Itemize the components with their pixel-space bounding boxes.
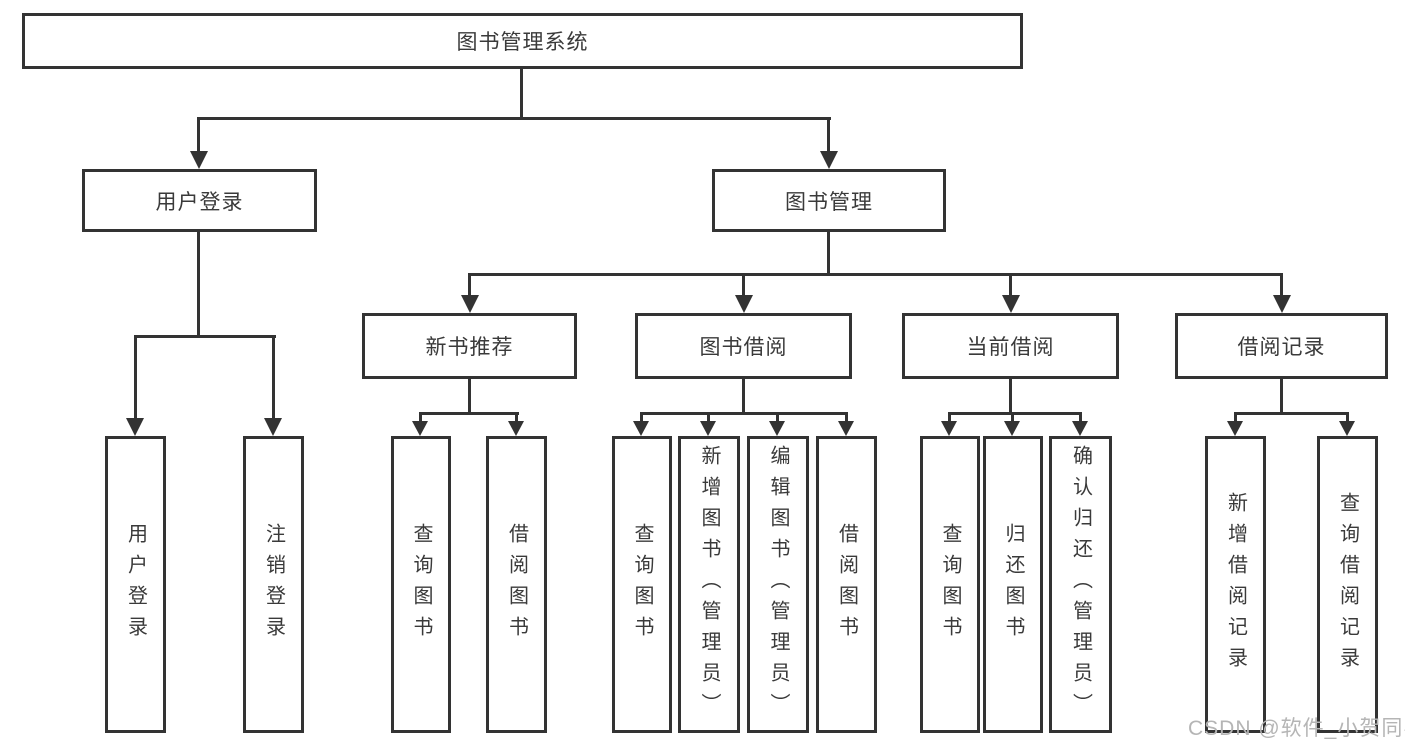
- connector-line: [468, 379, 471, 415]
- connector-line: [134, 335, 276, 338]
- connector-line: [1346, 412, 1349, 424]
- leaf-query-book: 查询图书: [391, 436, 451, 733]
- node-label: 查询图书: [631, 522, 653, 647]
- connector-line: [742, 379, 745, 415]
- node-label: 归还图书: [1002, 522, 1024, 647]
- connector-line: [468, 273, 471, 299]
- arrow-head: [1227, 421, 1243, 436]
- leaf-add-borrow-record: 新增借阅记录: [1205, 436, 1266, 733]
- leaf-confirm-return-admin: 确认归还（管理员）: [1049, 436, 1112, 733]
- node-label: 注销登录: [262, 522, 285, 647]
- connector-line: [272, 335, 275, 421]
- leaf-return-book: 归还图书: [983, 436, 1043, 733]
- connector-line: [1009, 379, 1012, 415]
- node-book-management: 图书管理: [712, 169, 946, 232]
- node-label: 当前借阅: [966, 336, 1055, 359]
- leaf-query-book: 查询图书: [920, 436, 980, 733]
- node-label: 借阅记录: [1237, 336, 1326, 359]
- arrow-head: [190, 151, 208, 169]
- connector-line: [1234, 412, 1349, 415]
- node-label: 确认归还（管理员）: [1069, 445, 1092, 724]
- node-book-borrowing: 图书借阅: [635, 313, 852, 379]
- arrow-head: [769, 421, 785, 436]
- leaf-query-book: 查询图书: [612, 436, 672, 733]
- connector-line: [197, 232, 200, 338]
- connector-line: [1234, 412, 1237, 424]
- connector-line: [520, 69, 523, 120]
- arrow-head: [1002, 295, 1020, 313]
- connector-line: [776, 412, 779, 424]
- node-label: 用户登录: [124, 522, 147, 647]
- arrow-head: [1273, 295, 1291, 313]
- connector-line: [640, 412, 643, 424]
- node-label: 图书借阅: [699, 336, 788, 359]
- connector-line: [827, 232, 830, 276]
- connector-line: [948, 412, 951, 424]
- leaf-logout-login: 注销登录: [243, 436, 304, 733]
- leaf-borrow-book: 借阅图书: [486, 436, 547, 733]
- arrow-head: [508, 421, 524, 436]
- connector-line: [515, 412, 518, 424]
- node-label: 图书管理系统: [456, 31, 589, 54]
- leaf-user-login: 用户登录: [105, 436, 166, 733]
- arrow-head: [1004, 421, 1020, 436]
- node-borrowing-records: 借阅记录: [1175, 313, 1388, 379]
- arrow-head: [700, 421, 716, 436]
- connector-line: [134, 335, 137, 421]
- arrow-head: [1339, 421, 1355, 436]
- node-label: 新增图书（管理员）: [698, 445, 720, 724]
- connector-line: [1011, 412, 1014, 424]
- connector-line: [707, 412, 710, 424]
- leaf-borrow-book: 借阅图书: [816, 436, 877, 733]
- node-library-system: 图书管理系统: [22, 13, 1023, 69]
- node-user-login: 用户登录: [82, 169, 317, 232]
- arrow-head: [838, 421, 854, 436]
- node-label: 图书管理: [785, 190, 873, 214]
- arrow-head: [735, 295, 753, 313]
- node-label: 借阅图书: [505, 522, 528, 647]
- connector-line: [845, 412, 848, 424]
- connector-line: [197, 117, 831, 120]
- arrow-head: [412, 421, 428, 436]
- connector-line: [948, 412, 1082, 415]
- arrow-head: [264, 418, 282, 436]
- connector-line: [827, 117, 830, 155]
- arrow-head: [633, 421, 649, 436]
- arrow-head: [1072, 421, 1088, 436]
- connector-line: [1280, 273, 1283, 299]
- node-label: 查询借阅记录: [1336, 491, 1359, 678]
- connector-line: [1079, 412, 1082, 424]
- node-label: 用户登录: [155, 190, 244, 214]
- connector-line: [1280, 379, 1283, 415]
- node-new-book-recommendation: 新书推荐: [362, 313, 577, 379]
- leaf-edit-book-admin: 编辑图书（管理员）: [747, 436, 809, 733]
- node-label: 新增借阅记录: [1224, 491, 1247, 678]
- node-label: 查询图书: [410, 522, 432, 647]
- watermark: CSDN @软件_小贺同学: [1188, 717, 1405, 740]
- leaf-add-book-admin: 新增图书（管理员）: [678, 436, 740, 733]
- connector-line: [468, 273, 1283, 276]
- arrow-head: [461, 295, 479, 313]
- node-label: 新书推荐: [425, 336, 514, 359]
- connector-line: [742, 273, 745, 299]
- node-label: 编辑图书（管理员）: [767, 445, 789, 724]
- arrow-head: [820, 151, 838, 169]
- connector-line: [419, 412, 422, 424]
- arrow-head: [126, 418, 144, 436]
- node-label: 借阅图书: [835, 522, 858, 647]
- leaf-query-borrow-record: 查询借阅记录: [1317, 436, 1378, 733]
- node-label: 查询图书: [939, 522, 961, 647]
- connector-line: [640, 412, 848, 415]
- connector-line: [197, 117, 200, 155]
- node-current-borrowing: 当前借阅: [902, 313, 1119, 379]
- connector-line: [1009, 273, 1012, 299]
- connector-line: [419, 412, 519, 415]
- arrow-head: [941, 421, 957, 436]
